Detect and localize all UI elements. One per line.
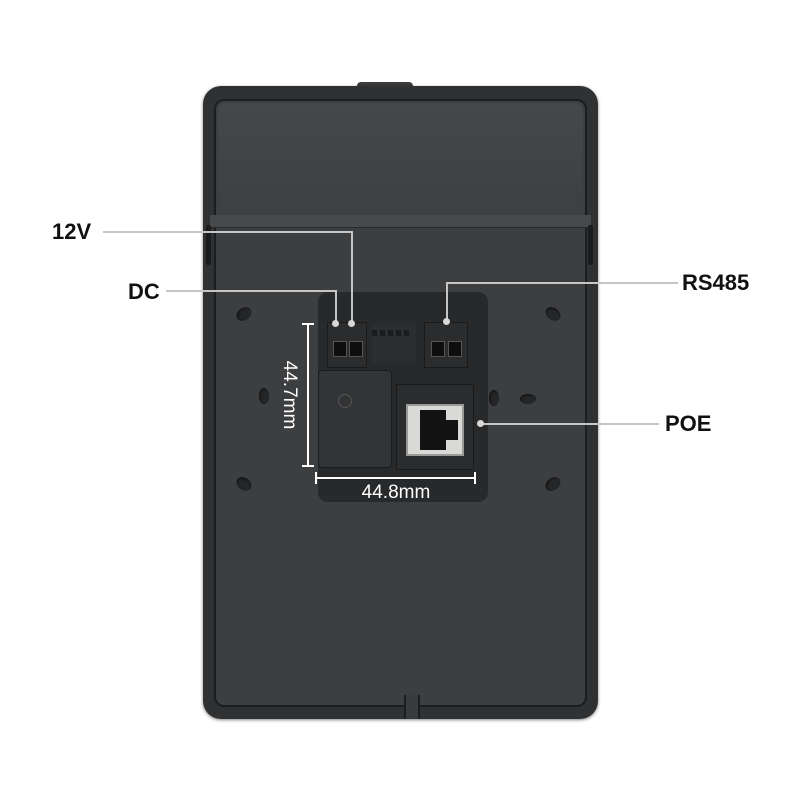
label-rs485: RS485 xyxy=(682,270,750,295)
dimension-line-height xyxy=(307,324,309,466)
dimension-line-width xyxy=(316,477,476,479)
rj45-latch xyxy=(446,420,458,440)
screw-hole xyxy=(520,394,536,404)
rs485-terminal xyxy=(424,322,468,368)
bottom-notch xyxy=(404,695,420,719)
leader-line-poe xyxy=(481,423,659,425)
dimension-cap xyxy=(474,472,476,484)
leader-line-dc xyxy=(166,290,336,292)
dimension-label-height: 44.7mm xyxy=(279,360,300,430)
dimension-cap xyxy=(302,323,314,325)
right-side-slot xyxy=(588,225,593,265)
ground-screw-icon xyxy=(338,394,352,408)
left-side-slot xyxy=(206,225,211,265)
mounting-ledge xyxy=(210,215,591,228)
dimension-cap xyxy=(302,465,314,467)
leader-line-rs485 xyxy=(446,282,448,322)
rj45-socket xyxy=(420,410,446,450)
leader-line-12v xyxy=(351,231,353,324)
label-dc: DC xyxy=(128,279,160,304)
heat-fins xyxy=(372,323,416,363)
dimension-label-width: 44.8mm xyxy=(361,482,431,503)
screw-hole xyxy=(259,388,269,404)
label-12v: 12V xyxy=(52,219,92,244)
label-poe: POE xyxy=(665,411,712,436)
leader-dot xyxy=(348,320,355,327)
leader-line-dc xyxy=(335,290,337,324)
cover-box xyxy=(318,370,392,468)
leader-dot xyxy=(332,320,339,327)
leader-dot xyxy=(477,420,484,427)
leader-line-rs485 xyxy=(446,282,678,284)
terminal-pin xyxy=(333,341,347,357)
dimension-cap xyxy=(315,472,317,484)
terminal-pin xyxy=(349,341,363,357)
dc-12v-terminal xyxy=(327,322,367,368)
leader-line-12v xyxy=(103,231,352,233)
top-panel xyxy=(218,103,583,215)
terminal-pin xyxy=(431,341,445,357)
screw-hole xyxy=(489,390,499,406)
leader-dot xyxy=(443,318,450,325)
terminal-pin xyxy=(448,341,462,357)
